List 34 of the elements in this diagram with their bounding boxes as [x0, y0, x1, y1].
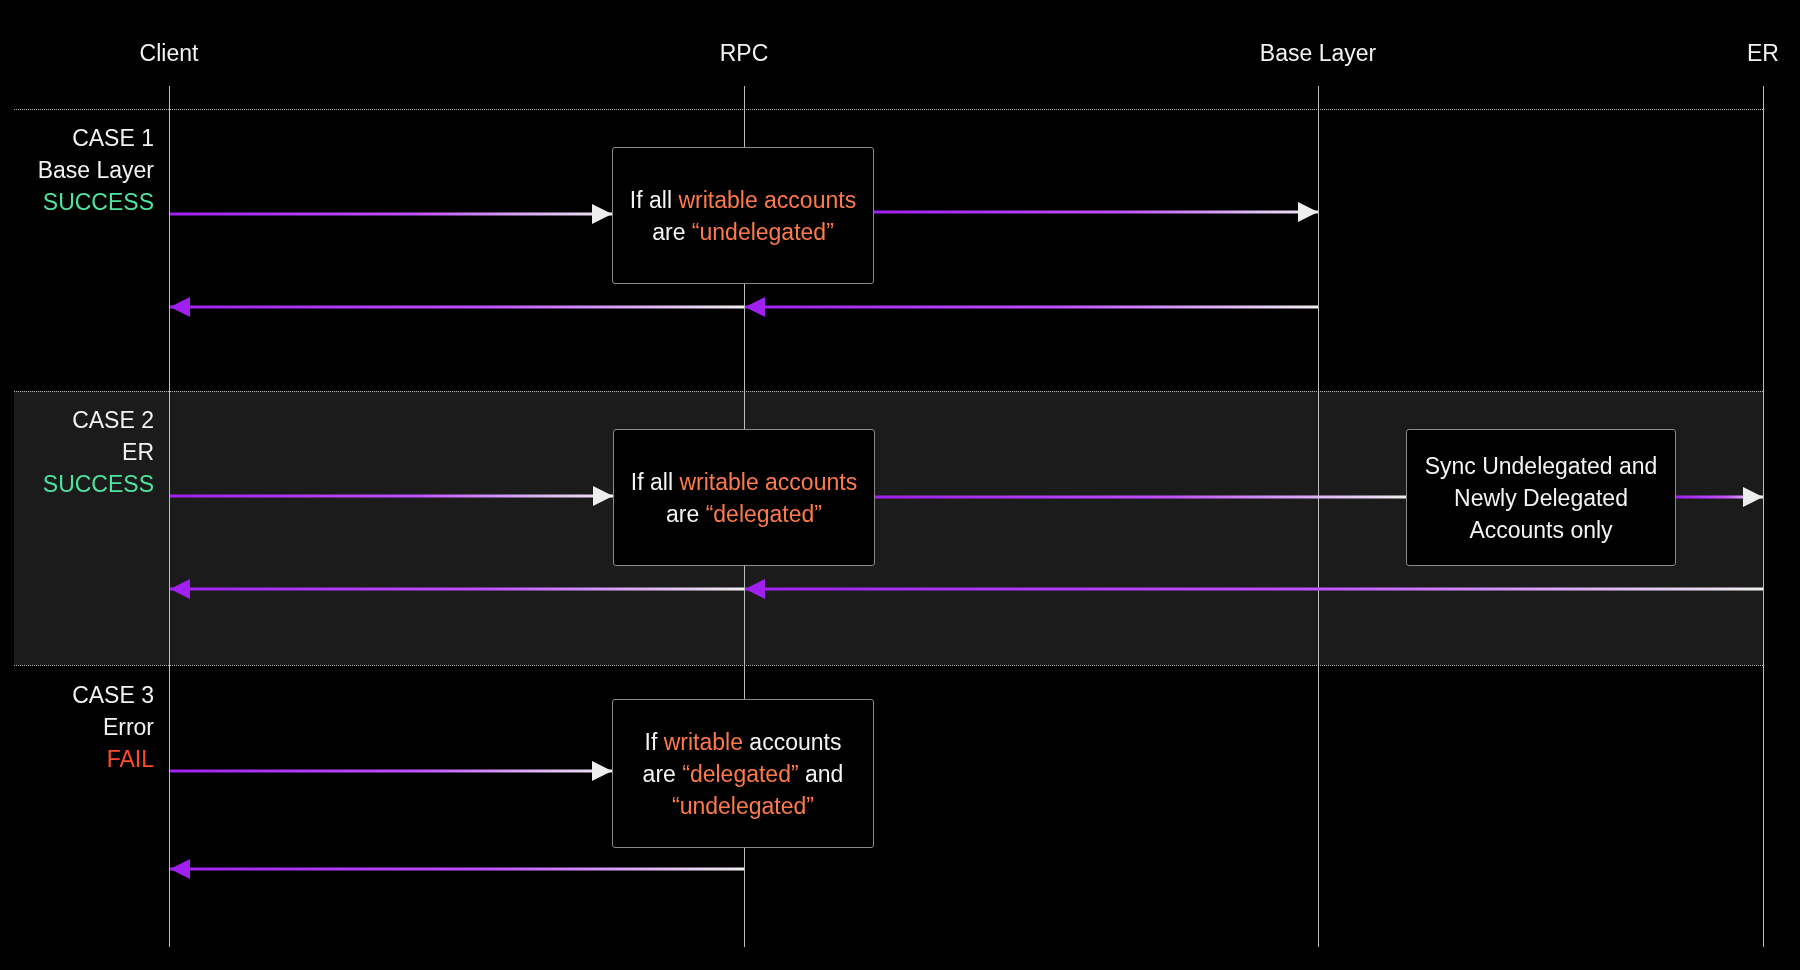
- arrow: [170, 297, 744, 317]
- participant-label: RPC: [719, 40, 769, 67]
- arrow: [170, 204, 612, 224]
- process-box: [612, 147, 874, 284]
- arrow: [170, 579, 744, 599]
- status-label: FAIL: [106, 745, 154, 774]
- process-box: [612, 699, 874, 848]
- arrow: [170, 486, 613, 506]
- status-label: SUCCESS: [42, 188, 154, 217]
- case-label: CASE 1: [72, 124, 154, 153]
- case-label: ER: [122, 438, 154, 467]
- participant-label: Client: [139, 40, 199, 67]
- case-label: CASE 2: [72, 406, 154, 435]
- participant-label: ER: [1747, 40, 1779, 67]
- lifeline: [1763, 86, 1764, 947]
- arrow: [170, 859, 744, 879]
- process-box: [1406, 429, 1676, 566]
- lifeline: [1318, 86, 1319, 947]
- participant-label: Base Layer: [1259, 40, 1377, 67]
- process-box: [613, 429, 875, 566]
- case-label: CASE 3: [72, 681, 154, 710]
- arrow: [170, 761, 612, 781]
- box-text: If writable accounts are “delegated” and “undelegated”: [641, 727, 845, 821]
- arrow: [874, 202, 1318, 222]
- box-text: If all writable accounts are “undelegated”: [629, 185, 857, 247]
- arrow: [745, 579, 1763, 599]
- arrow: [745, 297, 1318, 317]
- status-label: SUCCESS: [42, 470, 154, 499]
- lifeline: [169, 86, 170, 947]
- box-text: Sync Undelegated and Newly Delegated Accounts only: [1423, 451, 1659, 545]
- box-text: If all writable accounts are “delegated”: [630, 467, 858, 529]
- case-label: Error: [102, 713, 154, 742]
- case-label: Base Layer: [37, 156, 154, 185]
- arrow: [1676, 487, 1763, 507]
